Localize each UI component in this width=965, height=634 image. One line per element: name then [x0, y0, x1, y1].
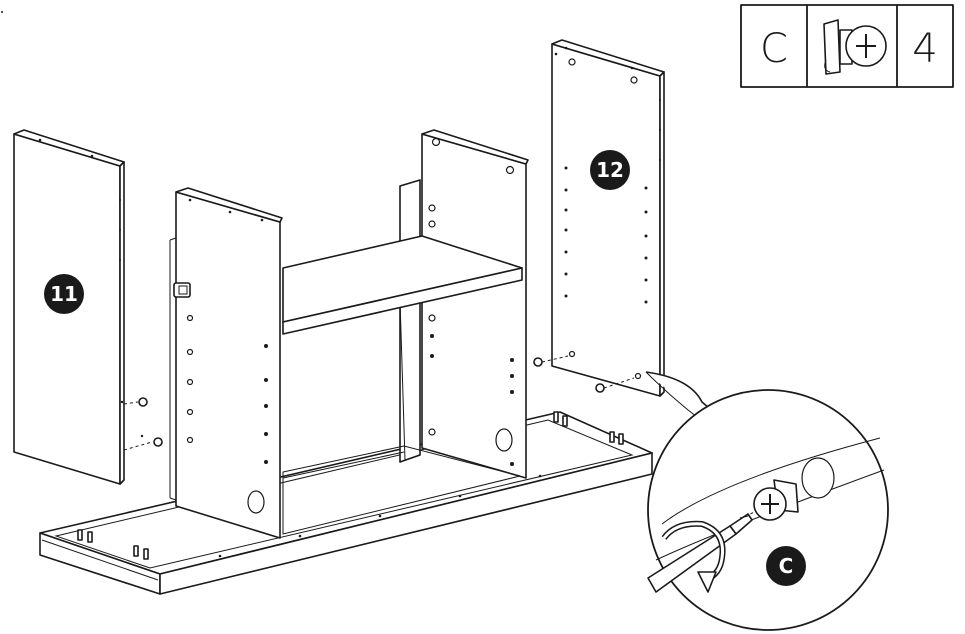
- panel-11: 11: [13, 129, 163, 485]
- base-frame: [39, 411, 653, 595]
- cam-lock-icon: [823, 19, 887, 75]
- cam-lock-icon: [173, 282, 191, 298]
- shelf: [282, 235, 523, 335]
- cam-bolt-bottom: [123, 437, 163, 451]
- right-middle-panel: [421, 129, 529, 479]
- cam-bolt-lower: [595, 377, 635, 393]
- detail-callout: C: [645, 371, 889, 631]
- cam-bolt-upper: [533, 355, 569, 367]
- back-inner-panel: [399, 179, 421, 463]
- parts-box-quantity: 4: [912, 26, 937, 72]
- cam-lock-icon: [753, 479, 799, 521]
- screwdriver-icon: [647, 513, 753, 593]
- rotate-arrow-icon: [661, 520, 726, 593]
- center-left-panel: [169, 187, 283, 539]
- base-dowels: [77, 411, 624, 560]
- parts-box-letter: C: [760, 26, 788, 72]
- panel-11-label: 11: [50, 282, 78, 306]
- detail-label: C: [779, 554, 794, 578]
- panel-12: 12: [533, 39, 665, 397]
- bottom-board: [282, 445, 521, 535]
- parts-box: C 4: [740, 4, 954, 88]
- panel-12-label: 12: [596, 158, 624, 182]
- cam-bolt-top: [123, 397, 148, 407]
